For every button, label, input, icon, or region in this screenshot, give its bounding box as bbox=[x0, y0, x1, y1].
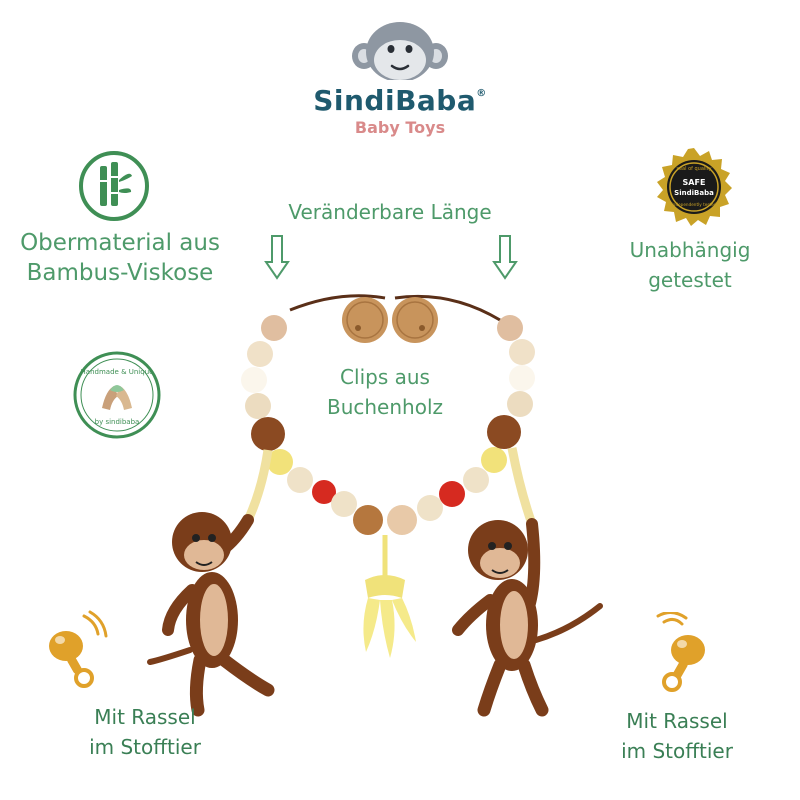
seal-brand-text: SindiBaba bbox=[674, 189, 714, 197]
rattle-icon bbox=[656, 612, 705, 692]
seal-safe-text: SAFE bbox=[683, 178, 706, 187]
clips-caption: Clips aus Buchenholz bbox=[326, 365, 443, 419]
handmade-badge-icon: Handmade & Unique by sindibaba bbox=[73, 351, 161, 439]
handmade-top-text: Handmade & Unique bbox=[81, 368, 154, 376]
bead-chain bbox=[241, 315, 535, 535]
material-caption: Obermaterial aus Bambus-Viskose bbox=[20, 230, 220, 286]
brand-subtitle: Baby Toys bbox=[354, 118, 446, 137]
arrow-down-icon bbox=[264, 235, 290, 280]
bamboo-icon bbox=[79, 151, 149, 221]
product-illustration bbox=[147, 294, 603, 717]
tested-caption: Unabhängig getestet bbox=[629, 238, 751, 292]
brand-name: SindiBaba® bbox=[313, 84, 487, 117]
banana-pendant bbox=[363, 535, 416, 658]
monkey-toy-left bbox=[147, 449, 275, 717]
arrow-down-icon bbox=[492, 235, 518, 280]
quality-seal-icon: seal of quality SAFE SindiBaba independe… bbox=[657, 148, 732, 226]
rattle-icon bbox=[49, 610, 108, 688]
registered-mark: ® bbox=[476, 88, 487, 99]
rattle-caption-right: Mit Rassel im Stofftier bbox=[621, 709, 733, 763]
seal-bottom-text: independently tested bbox=[672, 202, 717, 207]
wooden-clip-right bbox=[392, 297, 438, 343]
monkey-toy-right bbox=[452, 447, 603, 717]
rattle-caption-left: Mit Rassel im Stofftier bbox=[89, 705, 201, 759]
handmade-bottom-text: by sindibaba bbox=[95, 418, 140, 426]
wooden-clip-left bbox=[342, 297, 388, 343]
length-caption: Veränderbare Länge bbox=[288, 200, 492, 224]
monkey-logo-icon bbox=[352, 22, 448, 80]
seal-top-text: seal of quality bbox=[676, 166, 711, 172]
